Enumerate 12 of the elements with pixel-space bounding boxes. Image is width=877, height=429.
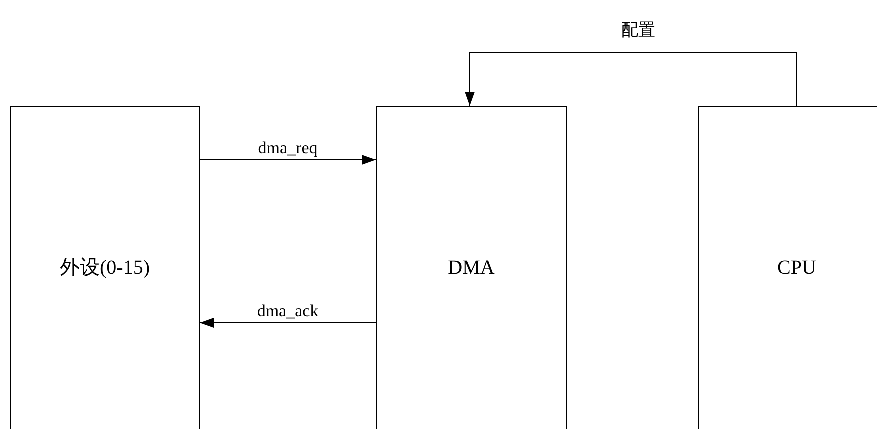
block-box xyxy=(698,106,877,429)
edge-label: 配置 xyxy=(620,22,658,38)
arrow xyxy=(200,155,376,165)
block-label: CPU xyxy=(778,258,816,278)
edge-label: dma_ack xyxy=(255,302,321,320)
arrow xyxy=(465,52,798,106)
arrow xyxy=(200,318,376,328)
block-box xyxy=(376,106,567,429)
edge-label: dma_req xyxy=(256,140,320,156)
block-label: DMA xyxy=(448,258,495,278)
block-label: 外设(0-15) xyxy=(60,258,150,278)
block-box xyxy=(10,106,200,429)
